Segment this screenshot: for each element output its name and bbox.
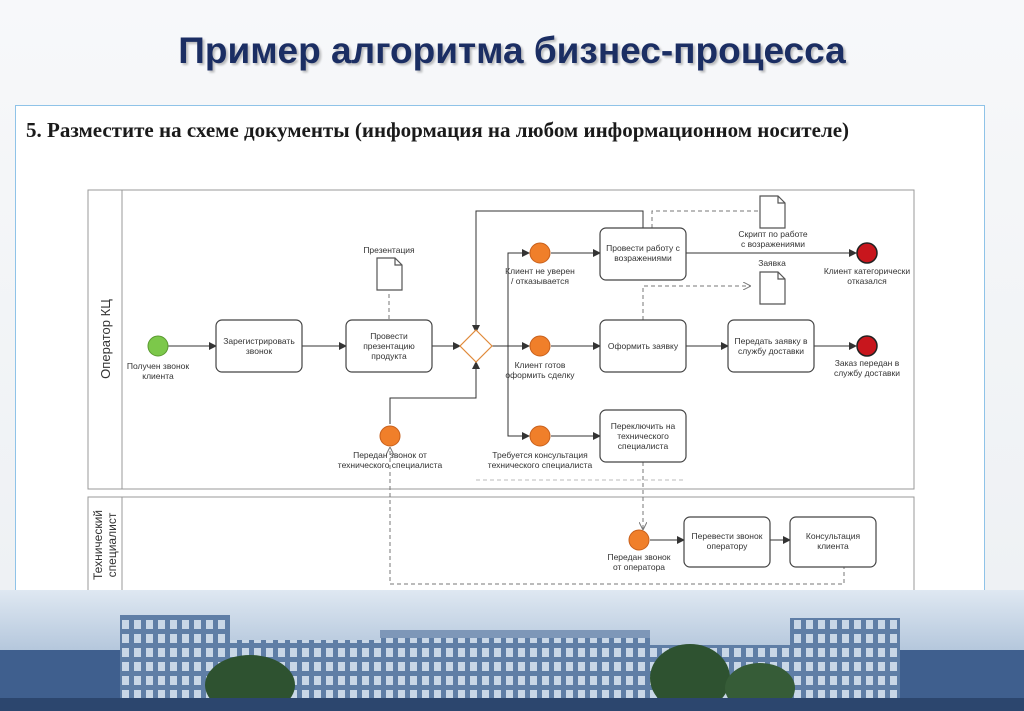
label-unsure-1: Клиент не уверен	[505, 266, 575, 276]
label-calloperator-2: от оператора	[613, 562, 665, 572]
task-send-order-2: службу доставки	[738, 346, 804, 356]
task-presentation-2: презентацию	[363, 341, 415, 351]
label-start-2: клиента	[142, 371, 174, 381]
bpmn-diagram: Оператор КЦ Технический специалист	[87, 189, 915, 594]
label-consult-1: Требуется консультация	[492, 450, 588, 460]
start-event	[147, 335, 169, 357]
flow-gateway-consult	[507, 346, 530, 440]
assoc-request-doc	[642, 286, 750, 320]
label-order-sent-2: службу доставки	[834, 368, 900, 378]
label-consult-2: технического специалиста	[488, 460, 593, 470]
exclusive-gateway	[459, 329, 493, 363]
label-unsure-2: / отказывается	[511, 276, 569, 286]
task-consult	[789, 516, 877, 568]
task-instruction: 5. Разместите на схеме документы (информ…	[26, 118, 850, 142]
flow-gateway-unsure	[507, 249, 530, 346]
event-client-unsure	[529, 242, 551, 264]
label-ready-2: оформить сделку	[505, 370, 575, 380]
doc-script-label-2: с возражениями	[741, 239, 805, 249]
task-objections	[599, 227, 687, 281]
end-event-order-sent	[856, 335, 878, 357]
task-order-1: Оформить заявку	[608, 341, 679, 351]
label-calltech-2: технического специалиста	[338, 460, 443, 470]
task-switch	[599, 409, 687, 463]
task-objections-2: возражениями	[614, 253, 672, 263]
lane-label-tech-2: специалист	[105, 512, 119, 577]
lane-label-operator: Оператор КЦ	[98, 299, 113, 379]
task-send-order	[727, 319, 815, 373]
label-calltech-1: Передан звонок от	[353, 450, 427, 460]
event-call-from-tech	[379, 425, 401, 447]
task-register-2: звонок	[246, 346, 272, 356]
building-footer-image	[0, 590, 1024, 711]
task-consult-1: Консультация	[806, 531, 861, 541]
label-ready-1: Клиент готов	[515, 360, 566, 370]
task-switch-1: Переключить на	[611, 421, 676, 431]
document-presentation-icon	[376, 257, 403, 291]
label-order-sent-1: Заказ передан в	[835, 358, 900, 368]
task-objections-1: Провести работу с	[606, 243, 680, 253]
document-request-icon	[759, 271, 786, 305]
doc-script-label-1: Скрипт по работе	[738, 229, 808, 239]
pool-tech: Технический специалист	[87, 496, 915, 594]
task-switch-2: технического	[617, 431, 669, 441]
label-refused-2: отказался	[847, 276, 887, 286]
task-transfer-1: Перевести звонок	[692, 531, 763, 541]
task-presentation-1: Провести	[370, 331, 408, 341]
label-refused-1: Клиент категорически	[824, 266, 911, 276]
task-presentation-3: продукта	[371, 351, 407, 361]
event-call-from-operator	[628, 529, 650, 551]
doc-request-label: Заявка	[758, 258, 786, 268]
end-event-refused	[856, 242, 878, 264]
task-register-1: Зарегистрировать	[223, 336, 295, 346]
event-need-consult	[529, 425, 551, 447]
task-presentation	[345, 319, 433, 373]
assoc-script-doc	[651, 210, 758, 228]
task-order	[599, 319, 687, 373]
lane-label-tech-1: Технический	[91, 510, 105, 580]
task-send-order-1: Передать заявку в	[735, 336, 808, 346]
task-consult-2: клиента	[817, 541, 849, 551]
flow-objections-loop	[472, 210, 644, 333]
doc-presentation-label: Презентация	[363, 245, 415, 255]
document-script-icon	[759, 195, 786, 229]
task-transfer-2: оператору	[707, 541, 748, 551]
flow-tech-to-gateway	[389, 361, 480, 424]
message-tech-to-operator	[390, 448, 845, 585]
task-transfer	[683, 516, 771, 568]
label-start-1: Получен звонок	[127, 361, 190, 371]
event-client-ready	[529, 335, 551, 357]
slide-title: Пример алгоритма бизнес-процесса	[178, 30, 846, 71]
task-switch-3: специалиста	[618, 441, 669, 451]
task-register	[215, 319, 303, 373]
label-calloperator-1: Передан звонок	[607, 552, 670, 562]
